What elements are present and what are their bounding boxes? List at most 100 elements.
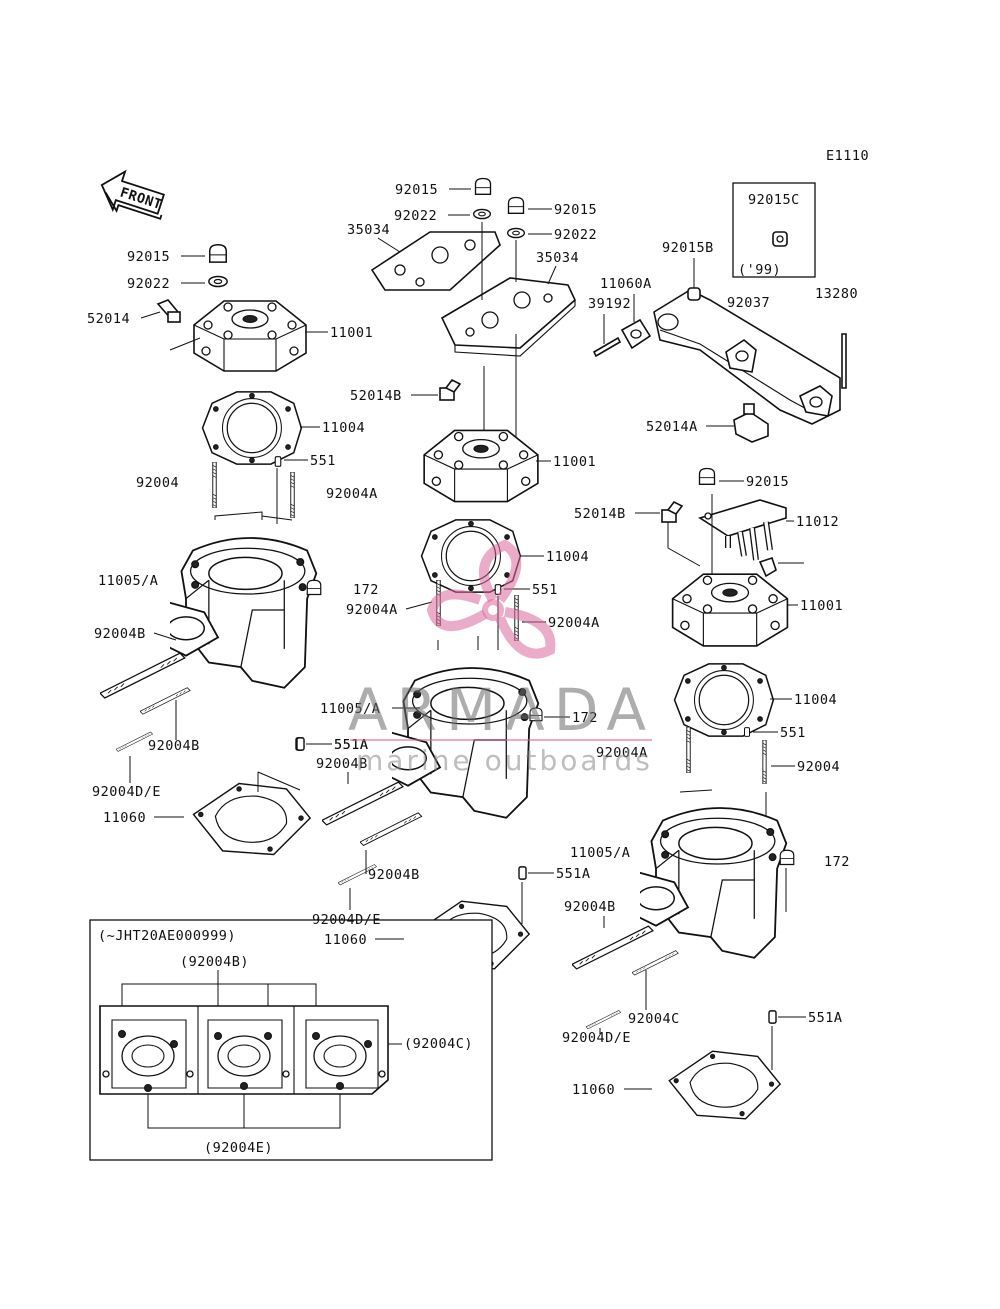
bolt-right-1 <box>572 925 654 970</box>
label-39192: 92037 <box>727 295 770 311</box>
stud-172 <box>592 336 622 358</box>
bolt-right-2 <box>632 950 679 976</box>
label-551a-center: 551A <box>556 866 591 882</box>
box-92015c-year: ('99) <box>738 262 781 278</box>
manifold-gasket <box>620 318 652 350</box>
cylinder-head-left <box>193 300 307 372</box>
label-11004-left: 11004 <box>322 420 365 436</box>
label-92004de-center: 92004D/E <box>312 912 381 928</box>
label-172: 39192 <box>588 296 631 312</box>
label-92004c-right: 92004C <box>628 1011 680 1027</box>
label-92037: 13280 <box>815 286 858 302</box>
pin-551a-center-ref <box>296 737 305 751</box>
label-11004-right: 11004 <box>794 692 837 708</box>
bracket-13280 <box>698 499 787 561</box>
label-92004de-right: 92004D/E <box>562 1030 631 1046</box>
label-92015-left: 92015 <box>127 249 170 265</box>
label-92022-center-1: 92022 <box>394 208 437 224</box>
pipe-92037 <box>841 333 847 389</box>
watermark-tagline: marine outboards <box>356 744 653 777</box>
pin-551a-right <box>768 1010 777 1024</box>
label-92015a: 92015B <box>662 240 714 256</box>
grommet-icon <box>772 231 788 247</box>
bolt-left-2 <box>140 687 191 715</box>
cylinder-head-center <box>423 429 539 503</box>
label-11005a-left: 11005/A <box>98 573 158 589</box>
bleeder-fitting-right <box>661 500 684 523</box>
cap-nut-center-1 <box>474 177 492 195</box>
label-92004a-center-3: 92004A <box>596 745 648 761</box>
pin-left <box>274 456 282 467</box>
cylinder-left <box>170 537 318 689</box>
label-92015b-center-2: 172 <box>572 710 598 726</box>
stud-right-2 <box>762 740 767 784</box>
head-gasket-left <box>201 391 303 465</box>
pin-right <box>743 727 751 737</box>
cover-plate-rear <box>370 231 501 291</box>
label-551-right: 551 <box>780 725 806 741</box>
bolt-left-1 <box>100 652 186 699</box>
bleeder-fitting-center-1 <box>439 378 462 401</box>
label-11005a-right: 11005/A <box>570 845 630 861</box>
label-92004a-center-2: 92004A <box>548 615 600 631</box>
label-52014b-center: 52014B <box>350 388 402 404</box>
bleeder-fitting-left <box>156 299 181 323</box>
clip-11012 <box>758 556 777 578</box>
label-92004-left: 92004 <box>136 475 179 491</box>
label-11060-left: 11060 <box>103 810 146 826</box>
label-13280: 11012 <box>796 514 839 530</box>
label-551a-right: 551A <box>808 1010 843 1026</box>
cylinder-right <box>640 807 788 959</box>
cap-nut-left <box>209 244 227 263</box>
label-11060-right: 11060 <box>572 1082 615 1098</box>
washer-center-1 <box>472 208 492 220</box>
label-35034-rear: 35034 <box>347 222 390 238</box>
label-92004b-center-1: 92004B <box>316 756 368 772</box>
label-52014a: 52014A <box>646 419 698 435</box>
head-gasket-right <box>673 663 775 737</box>
front-arrow-icon: FRONT <box>100 169 166 220</box>
labels: 92015 92022 52014 11001 11004 551 92004 … <box>87 182 858 1098</box>
label-551-center: 551 <box>532 582 558 598</box>
label-92004-right: 92004 <box>797 759 840 775</box>
label-11001-right: 11001 <box>800 598 843 614</box>
label-52014: 52014 <box>87 311 130 327</box>
bolt-center-1 <box>322 781 404 826</box>
stud-left-1 <box>212 462 217 508</box>
part-box-92015c: 92015C ('99) <box>732 182 816 278</box>
inset-callout-bottom: (92004E) <box>204 1140 273 1156</box>
label-92015b-center-1: 172 <box>353 582 379 598</box>
label-35034-front: 35034 <box>536 250 579 266</box>
label-92004b-center-2: 92004B <box>368 867 420 883</box>
label-92004b-right: 92004B <box>564 899 616 915</box>
stud-right-1 <box>686 727 691 773</box>
cap-nut-center-2 <box>507 196 525 214</box>
bolt-center-2 <box>360 812 423 847</box>
grommet-92015a <box>687 287 701 301</box>
label-92022-center-2: 92022 <box>554 227 597 243</box>
box-92015c-part: 92015C <box>748 192 800 208</box>
label-92015-center-1: 92015 <box>395 182 438 198</box>
washer-center-2 <box>506 227 526 239</box>
label-11004-center: 11004 <box>546 549 589 565</box>
label-11060a: 11060A <box>600 276 652 292</box>
exhaust-manifold <box>653 289 841 425</box>
inset-crankcase <box>99 1005 389 1095</box>
label-11001-center: 11001 <box>553 454 596 470</box>
fitting-52014a <box>733 403 769 443</box>
cylinder-head-right <box>671 573 789 647</box>
label-92022-left: 92022 <box>127 276 170 292</box>
inset-box: (~JHT20AE000999) (92004B) (92004C) (9200… <box>89 919 493 1161</box>
nut-cylinder-right <box>779 849 795 866</box>
watermark: ARMADA marine outboards <box>348 539 653 777</box>
label-92015-center-2: 92015 <box>554 202 597 218</box>
cover-plate-front <box>440 277 576 357</box>
label-92004a-center-1: 92004A <box>346 602 398 618</box>
label-92004de-left: 92004D/E <box>92 784 161 800</box>
nut-cylinder-left <box>306 579 322 596</box>
label-92004a-left: 92004A <box>326 486 378 502</box>
label-52014b-right: 52014B <box>574 506 626 522</box>
label-11001-left: 11001 <box>330 325 373 341</box>
stud-right-de <box>586 1010 622 1030</box>
